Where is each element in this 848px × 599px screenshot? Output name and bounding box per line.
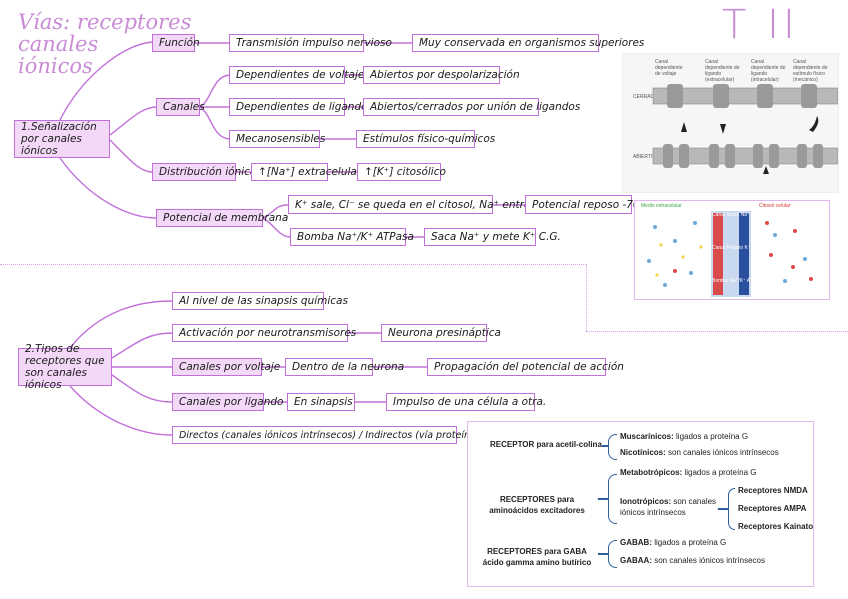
tipo-ligando: Canales por ligando	[172, 393, 283, 411]
figure1-label-3: Canal dependiente de ligando (intracelul…	[751, 59, 786, 83]
title-line-1: Vías: receptores	[18, 10, 192, 34]
row2-sub-stem	[718, 508, 729, 510]
sub-receptor-ampa: Receptores AMPA	[738, 504, 807, 513]
canal-voltaje: Dependientes de voltaje	[229, 66, 364, 84]
row3-item2: GABAA: son canales iónicos intrínsecos	[620, 556, 765, 565]
canales-node: Canales	[156, 98, 205, 116]
tipo-voltaje: Canales por voltaje	[172, 358, 280, 376]
canal-ligando-detail: Abiertos/cerrados por unión de ligandos	[363, 98, 580, 116]
channel-drawing	[652, 84, 838, 174]
tipo-voltaje-detail: Dentro de la neurona	[285, 358, 404, 376]
extracellular-label: Medio extracelular	[641, 203, 682, 209]
figure-divider	[586, 331, 848, 332]
canal-mecano: Mecanosensibles	[229, 130, 325, 148]
figure2-center-label-3: Bomba Na⁺/K⁺ ATPasa	[712, 278, 765, 284]
tipo-neurotransmisores-detail: Neurona presináptica	[381, 324, 501, 342]
figure1-label-2: Canal dependiente de ligando (extracelul…	[705, 59, 740, 83]
row3-item1: GABAB: ligados a proteína G	[620, 538, 727, 547]
tipo-voltaje-detail-2: Propagación del potencial de acción	[427, 358, 624, 376]
row3-bracket	[608, 540, 617, 568]
row2-item1: Metabotrópicos: ligados a proteína G	[620, 468, 757, 477]
distribucion-node: Distribución iónica	[152, 163, 256, 181]
distribucion-value-1: ↑[Na⁺] extracelular	[251, 163, 361, 181]
section1-root: 1.Señalización por canales iónicos	[14, 120, 110, 158]
channel-figure: Canal dependiente de voltaje Canal depen…	[622, 53, 839, 193]
membrane-figure: Medio extracelular Citosol celular	[634, 200, 830, 300]
funcion-value: Transmisión impulso nervioso	[229, 34, 392, 52]
title-line-2: canales	[18, 32, 99, 56]
figure1-label-4: Canal dependiente de estímulo físico (me…	[793, 59, 828, 83]
figure2-center-label-1: Canal Sodio Na⁺	[712, 212, 750, 218]
figure2-center-label-2: Canal Potasio K⁺	[712, 245, 751, 251]
receptor-table: RECEPTOR para acetil-colina Muscarínicos…	[467, 421, 814, 587]
tipo-ligando-detail: En sinapsis	[287, 393, 355, 411]
cytosol-label: Citosol celular	[759, 203, 791, 209]
canal-voltaje-detail: Abiertos por despolarización	[363, 66, 520, 84]
funcion-detail: Muy conservada en organismos superiores	[412, 34, 644, 52]
section-divider	[0, 264, 586, 265]
tipo-directos: Directos (canales iónicos intrínsecos) /…	[172, 426, 490, 444]
title-line-3: iónicos	[18, 54, 93, 78]
tipo-neurotransmisores: Activación por neurotransmisores	[172, 324, 356, 342]
row1-item1: Muscarínicos: ligados a proteína G	[620, 432, 749, 441]
row1-left: RECEPTOR para acetil-colina	[490, 440, 602, 449]
membrane-drawing	[647, 211, 813, 297]
distribucion-value-2: ↑[K⁺] citosólico	[357, 163, 446, 181]
tipo-ligando-detail-2: Impulso de una célula a otra.	[386, 393, 546, 411]
tipo-sinapsis: Al nivel de las sinapsis químicas	[172, 292, 348, 310]
state-open-label: ABIERTO	[633, 154, 655, 160]
potencial-value-1-detail: Potencial reposo -70mV	[525, 195, 657, 214]
row3-left: RECEPTORES para GABA ácido gamma amino b…	[482, 547, 592, 567]
figure1-label-1: Canal dependiente de voltaje	[655, 59, 683, 77]
state-closed-label: CERRADO	[633, 94, 659, 100]
section2-root: 2.Tipos de receptores que son canales ió…	[18, 343, 112, 391]
sub-receptor-kainato: Receptores Kainato	[738, 522, 814, 531]
row2-left: RECEPTORES para aminoácidos excitadores	[489, 495, 585, 515]
row3-bracket-stem	[598, 553, 609, 555]
funcion-node: Función	[152, 34, 200, 52]
row2-bracket-stem	[598, 498, 609, 500]
row2-sub-bracket	[728, 488, 735, 530]
potencial-node: Potencial de membrana	[156, 209, 288, 227]
row1-bracket	[608, 434, 617, 460]
row1-bracket-stem	[602, 445, 609, 447]
figure-divider-vertical	[586, 264, 587, 331]
canal-ligando: Dependientes de ligando	[229, 98, 368, 116]
sub-receptor-nmda: Receptores NMDA	[738, 486, 808, 495]
potencial-value-2: Bomba Na⁺/K⁺ ATPasa	[290, 228, 414, 246]
row1-item2: Nicotínicos: son canales iónicos intríns…	[620, 448, 779, 457]
potencial-value-1: K⁺ sale, Cl⁻ se queda en el citosol, Na⁺…	[288, 195, 530, 214]
corner-title: T II	[722, 2, 799, 48]
canal-mecano-detail: Estímulos físico-químicos	[356, 130, 495, 148]
row2-item2: Ionotrópicos: son canales iónicos intrín…	[620, 497, 717, 517]
potencial-value-2-detail: Saca Na⁺ y mete K⁺ C.G.	[424, 228, 561, 246]
row2-bracket	[608, 474, 617, 524]
